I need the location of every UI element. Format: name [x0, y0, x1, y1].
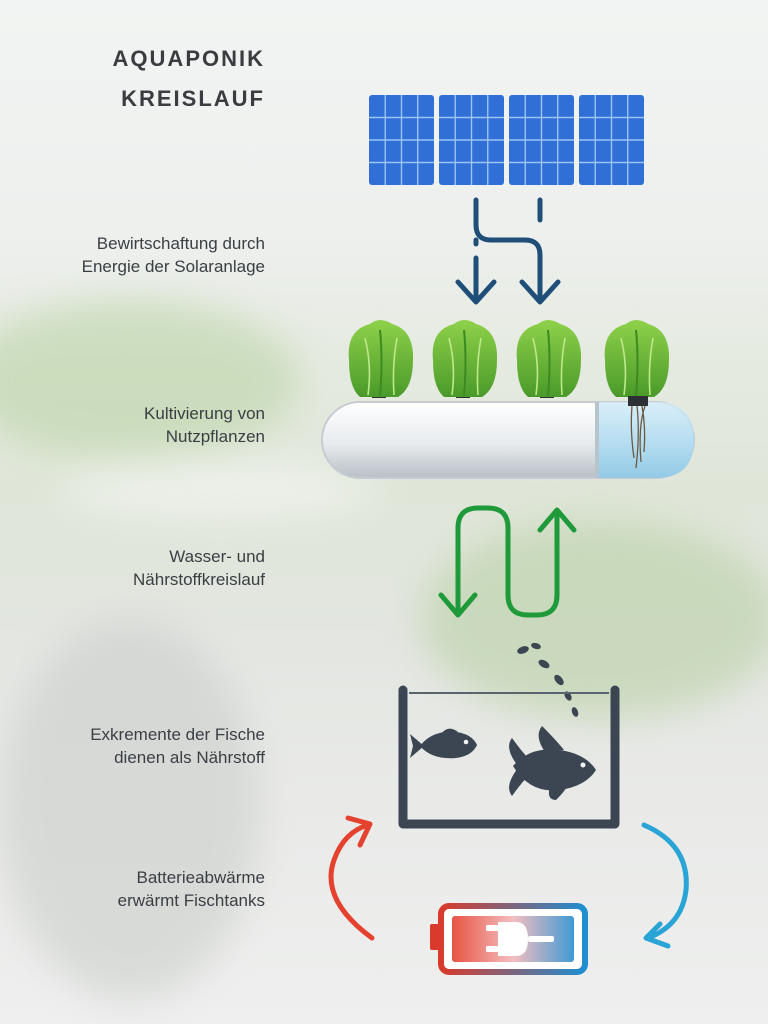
background-foliage: [420, 520, 768, 720]
background-foliage: [0, 300, 300, 460]
battery-icon: [430, 903, 588, 975]
warm-arrow-icon: [328, 815, 375, 941]
diagram-title-line2: KREISLAUF: [121, 86, 265, 111]
background-pipe: [60, 460, 380, 520]
background-floor: [0, 620, 260, 1000]
lettuce-plants-icon: [348, 319, 671, 399]
hydroponic-pipe-icon: [321, 396, 695, 479]
water-cycle-arrows-icon: [438, 505, 577, 618]
fish-large-icon: [509, 726, 596, 800]
diagram-title-line1: AQUAPONIK: [112, 46, 265, 71]
fish-small-icon: [410, 728, 477, 759]
energy-arrows-icon: [455, 197, 561, 305]
fish-excrement-icon: [517, 642, 579, 717]
cool-arrow-icon: [641, 822, 689, 949]
fish-tank-icon: [398, 685, 620, 829]
solar-panel-icon: [369, 94, 645, 186]
